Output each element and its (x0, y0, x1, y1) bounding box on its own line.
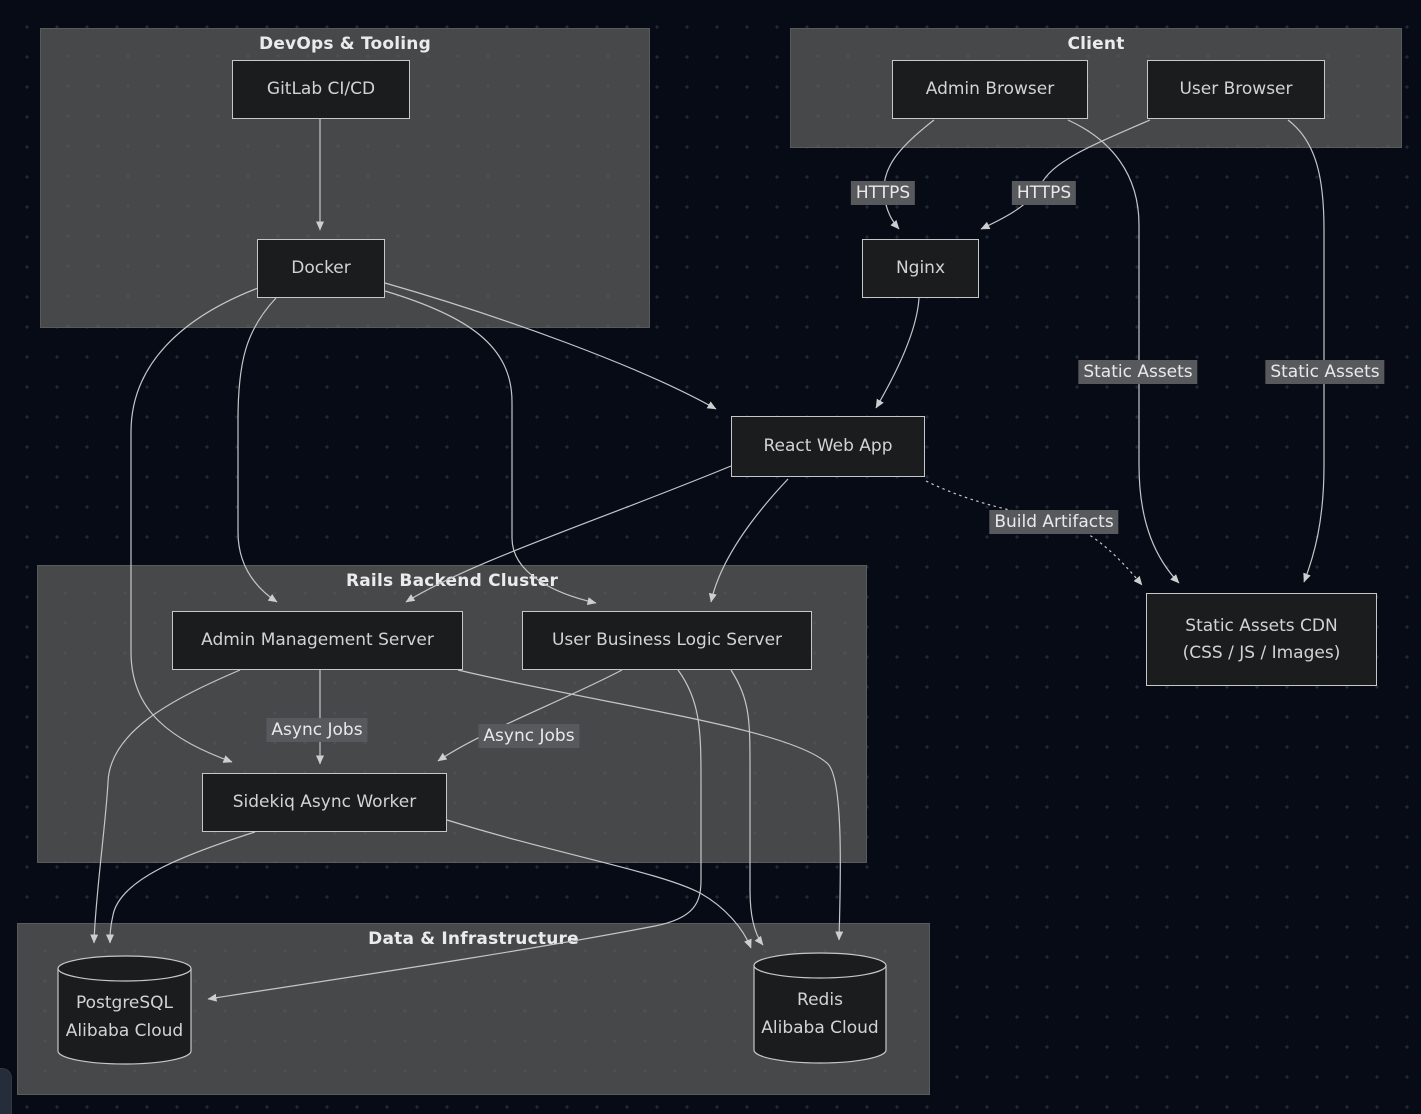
node-postgresql-label-line1: PostgreSQL (75, 993, 174, 1013)
edge-label-static-assets-user: Static Assets (1265, 360, 1385, 384)
node-static-assets-cdn-label-line1: Static Assets CDN (1185, 615, 1338, 636)
node-docker: Docker (257, 239, 385, 298)
cluster-devops-title: DevOps & Tooling (259, 34, 431, 54)
cluster-client-title: Client (1067, 34, 1125, 54)
node-redis-label-line2: Alibaba Cloud (761, 1018, 879, 1038)
node-admin-management-server-label: Admin Management Server (201, 630, 434, 650)
node-redis-database: Redis Alibaba Cloud (753, 952, 887, 1064)
edge-user-browser-to-cdn (1287, 119, 1325, 583)
node-react-web-app: React Web App (731, 416, 925, 477)
edge-label-static-assets-admin: Static Assets (1078, 360, 1198, 384)
edge-admin-browser-to-cdn (1067, 119, 1180, 584)
edge-docker-to-react (384, 282, 717, 410)
edge-label-https-admin: HTTPS (850, 181, 916, 205)
edge-user-browser-to-nginx (980, 119, 1151, 230)
node-sidekiq-async-worker: Sidekiq Async Worker (202, 773, 447, 832)
edge-label-https-user: HTTPS (1011, 181, 1077, 205)
edge-sidekiq-to-postgres (106, 831, 256, 944)
node-postgresql-database: PostgreSQL Alibaba Cloud (57, 955, 192, 1065)
edge-user-server-to-postgres (207, 669, 702, 1002)
edge-admin-browser-to-nginx (883, 119, 935, 230)
edge-docker-to-user-server (384, 290, 597, 606)
node-postgresql-label-line2: Alibaba Cloud (65, 1021, 184, 1041)
edge-admin-server-to-postgres (90, 669, 241, 944)
edge-label-async-jobs-admin: Async Jobs (266, 718, 368, 742)
edge-label-async-jobs-user: Async Jobs (478, 724, 580, 748)
node-nginx-label: Nginx (895, 258, 946, 278)
node-nginx: Nginx (862, 239, 979, 298)
edge-nginx-to-react (875, 297, 920, 409)
edge-docker-to-admin-server (237, 297, 278, 603)
cluster-rails-title: Rails Backend Cluster (345, 571, 559, 591)
node-docker-label: Docker (291, 258, 351, 278)
node-gitlab-cicd-label: GitLab CI/CD (266, 79, 376, 99)
node-user-business-logic-server: User Business Logic Server (522, 611, 812, 670)
node-static-assets-cdn: Static Assets CDN (CSS / JS / Images) (1146, 593, 1377, 686)
node-admin-browser-label: Admin Browser (925, 79, 1055, 99)
database-cylinder-icon (57, 955, 192, 1065)
edge-react-to-user-server (708, 478, 789, 603)
node-redis-label-line1: Redis (797, 990, 843, 1010)
node-user-browser: User Browser (1147, 60, 1325, 119)
node-static-assets-cdn-label-line2: (CSS / JS / Images) (1182, 642, 1341, 663)
node-user-browser-label: User Browser (1179, 79, 1293, 99)
panel-handle[interactable] (0, 1068, 12, 1114)
edge-user-server-to-sidekiq (437, 669, 623, 762)
database-cylinder-icon (753, 952, 887, 1064)
node-admin-browser: Admin Browser (892, 60, 1088, 119)
edge-docker-to-sidekiq (130, 287, 259, 763)
edge-user-server-to-redis (730, 669, 764, 946)
edge-react-to-admin-server (405, 465, 732, 603)
cluster-data-title: Data & Infrastructure (368, 929, 579, 949)
node-react-web-app-label: React Web App (763, 436, 893, 456)
edge-sidekiq-to-redis (446, 819, 752, 949)
node-user-business-logic-server-label: User Business Logic Server (551, 630, 783, 650)
node-gitlab-cicd: GitLab CI/CD (232, 60, 410, 119)
node-admin-management-server: Admin Management Server (172, 611, 463, 670)
edge-label-build-artifacts: Build Artifacts (989, 510, 1119, 534)
edge-admin-server-to-redis (457, 669, 844, 941)
node-sidekiq-async-worker-label: Sidekiq Async Worker (232, 792, 417, 812)
